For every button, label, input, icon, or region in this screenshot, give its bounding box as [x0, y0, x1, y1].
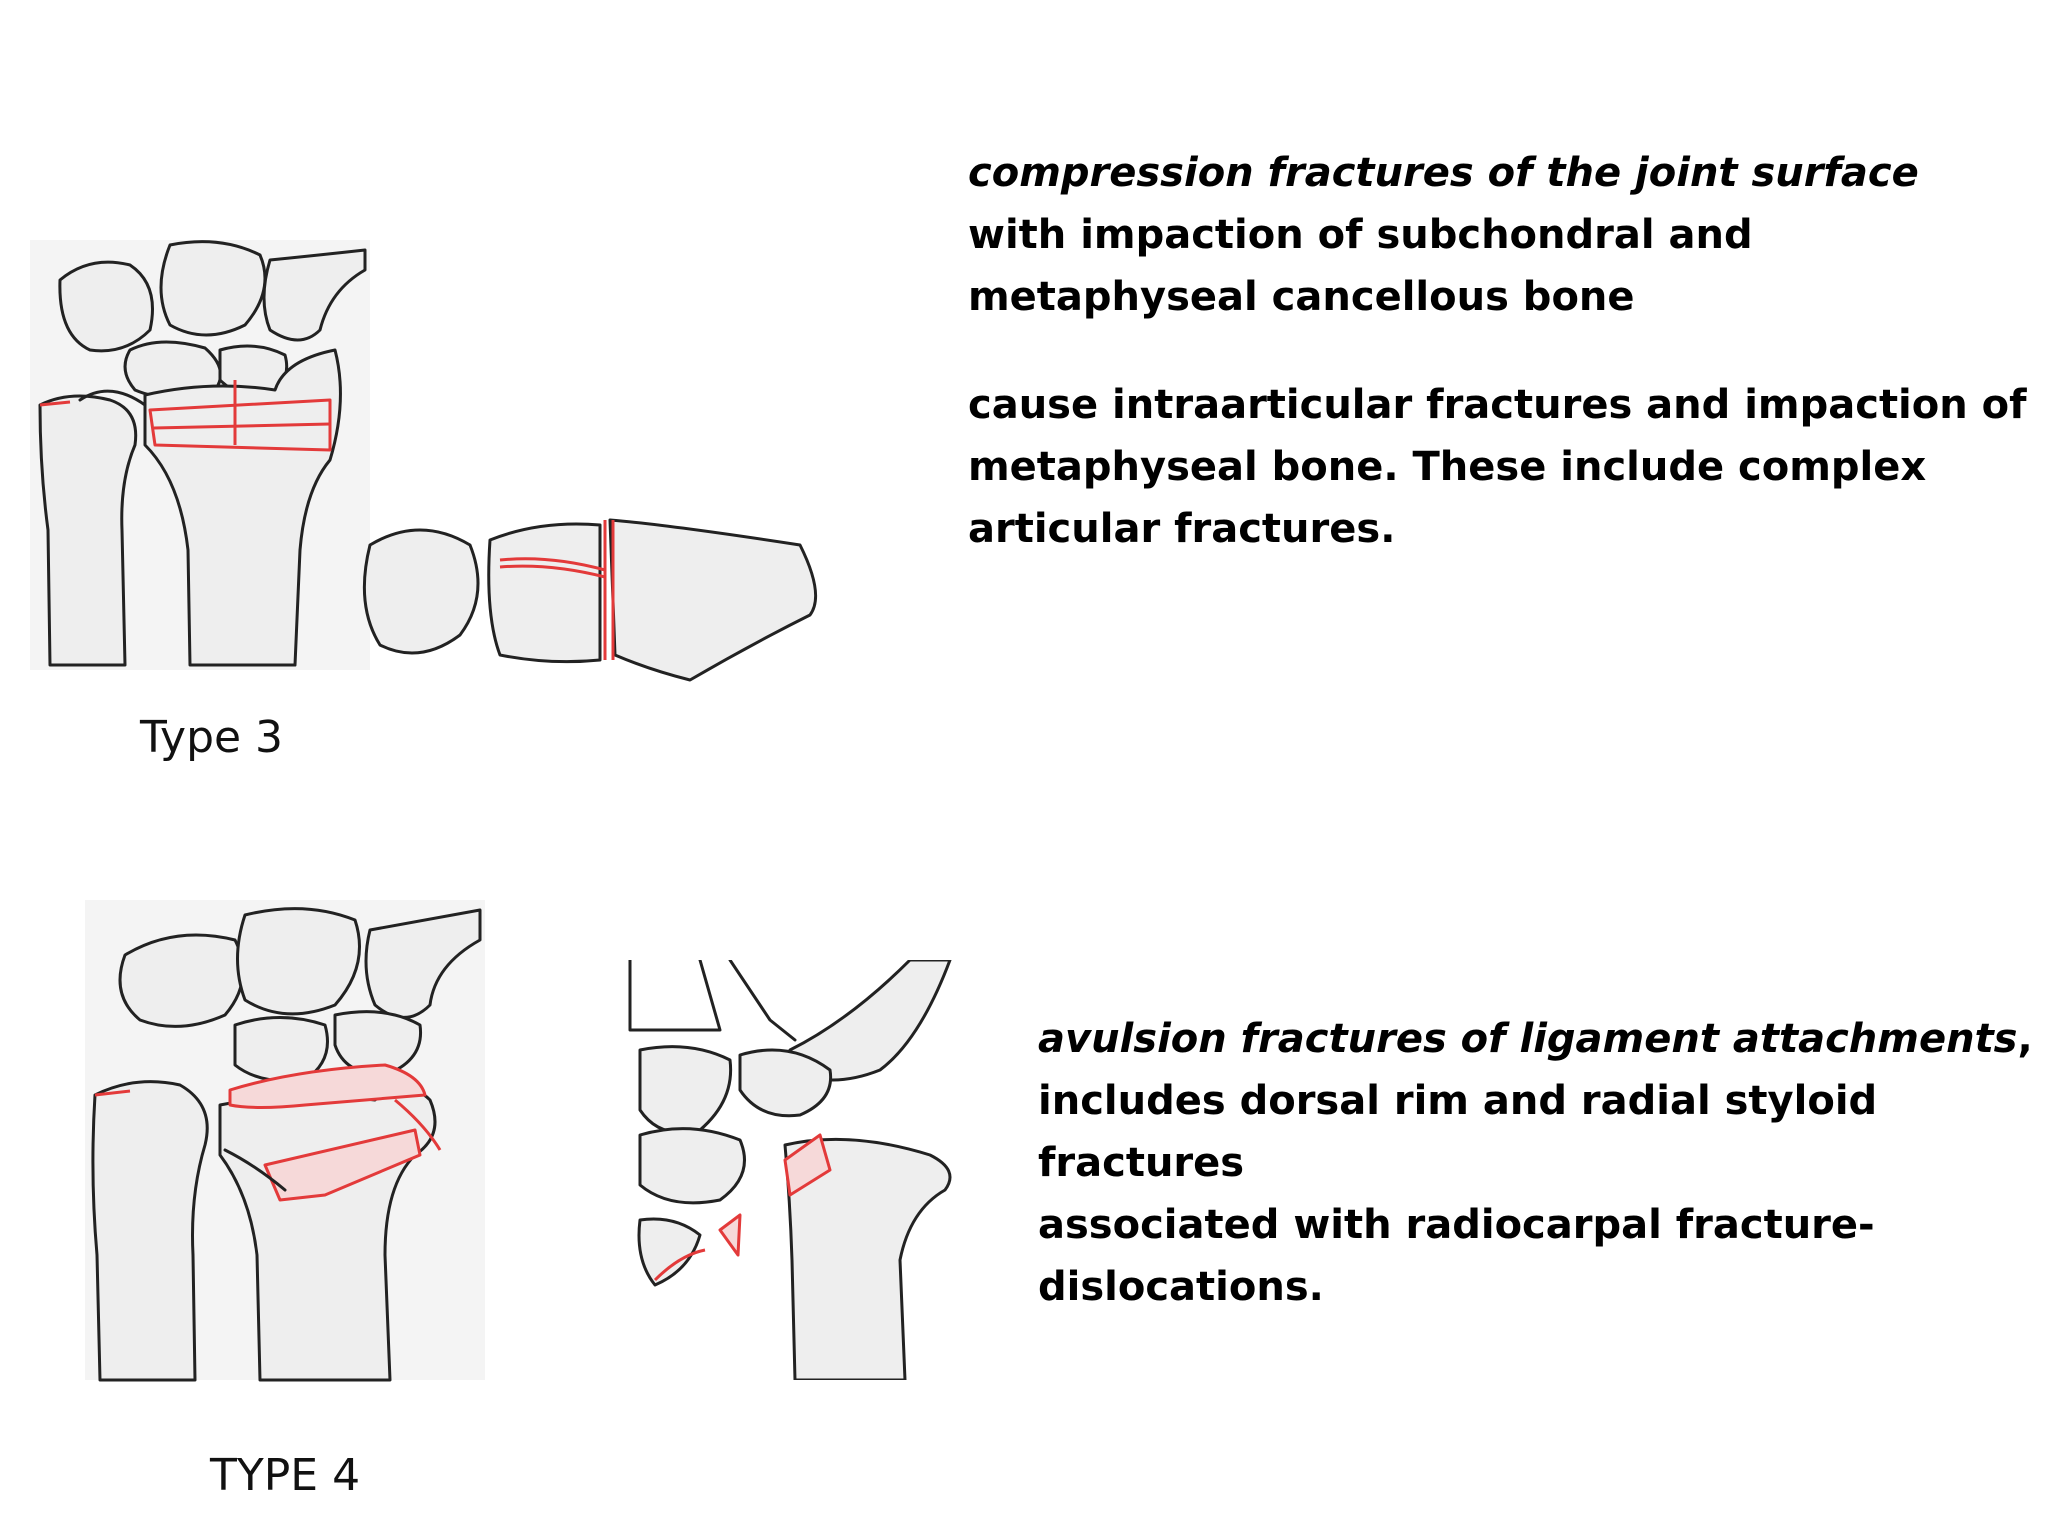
radius-shaft-lateral-bone [608, 518, 818, 682]
hamate-bone [262, 248, 367, 342]
dorsal-rim-fragment [783, 1133, 832, 1197]
type4-text-block: avulsion fractures of ligament attachmen… [1038, 1008, 2048, 1318]
scaphoid-lateral-bone [638, 1127, 746, 1205]
radial-styloid-fragment [263, 1128, 422, 1202]
type4-heading-suffix: , [2017, 1016, 2033, 1062]
lunate-lateral-bone [362, 528, 480, 655]
type4-desc-line-2: associated with radiocarpal fracture- [1038, 1202, 1875, 1248]
radius-lateral-bone [783, 1137, 952, 1380]
metacarpal-bone [628, 960, 722, 1032]
fracture-line [94, 1089, 131, 1097]
type4-ap-wrist-illustration [85, 895, 505, 1385]
fracture-line [499, 564, 606, 579]
fracture-line [394, 1098, 442, 1151]
dorsal-rim-fragment [228, 1063, 427, 1109]
type4-desc-line-3: dislocations. [1038, 1264, 1324, 1310]
type3-caption: Type 3 [140, 712, 284, 763]
lunate-bone [233, 1016, 329, 1083]
metacarpal-bone [728, 960, 797, 1042]
scaphoid-bone [58, 260, 154, 353]
fracture-line [499, 557, 606, 572]
capitate-bone [159, 240, 267, 337]
ulna-bone [38, 394, 138, 667]
type4-caption: TYPE 4 [210, 1450, 361, 1501]
type3-para-line-2: metaphyseal bone. These include complex [968, 444, 1927, 490]
avulsion-fragment [718, 1213, 742, 1257]
type3-para-line-1: cause intraarticular fractures and impac… [968, 382, 2027, 428]
type3-desc-line-2: metaphyseal cancellous bone [968, 274, 1635, 320]
ligament-line [78, 389, 147, 407]
carpal-fragment-bone [637, 1217, 702, 1287]
hamate-bone [364, 908, 482, 1019]
lunate-lateral-bone [738, 1048, 833, 1118]
impaction-fracture-zone [148, 398, 332, 452]
type4-heading-line: avulsion fractures of ligament attachmen… [1038, 1008, 2048, 1070]
ligament-line [223, 1148, 287, 1192]
type3-ap-wrist-illustration [30, 230, 390, 670]
radius-bone [143, 348, 342, 667]
type3-heading: compression fractures of the joint surfa… [968, 150, 1919, 196]
fracture-line [39, 400, 71, 407]
scaphoid-bone [118, 933, 245, 1028]
triquetrum-bone [333, 1010, 423, 1077]
type4-ap-svg [85, 900, 485, 1382]
type4-heading: avulsion fractures of ligament attachmen… [1038, 1016, 2018, 1062]
fracture-line [153, 422, 331, 430]
type4-desc-line-1: includes dorsal rim and radial styloid f… [1038, 1078, 1878, 1186]
capitate-bone [236, 907, 361, 1016]
fracture-line [653, 1248, 706, 1282]
trapezoid-lateral-bone [638, 1045, 733, 1134]
type3-desc-line-1: with impaction of subchondral and [968, 212, 1753, 258]
type4-lateral-svg [628, 960, 952, 1380]
ulna-bone [91, 1080, 209, 1382]
type3-text-block: compression fractures of the joint surfa… [968, 142, 2027, 560]
capitate-lateral-bone [788, 960, 952, 1082]
type3-lateral-illustration [350, 505, 830, 695]
distal-radius-lateral-bone [487, 522, 602, 664]
type3-ap-svg [30, 240, 370, 670]
type3-para-line-3: articular fractures. [968, 506, 1396, 552]
type4-lateral-illustration [620, 960, 1000, 1380]
type3-lateral-svg [362, 518, 818, 682]
